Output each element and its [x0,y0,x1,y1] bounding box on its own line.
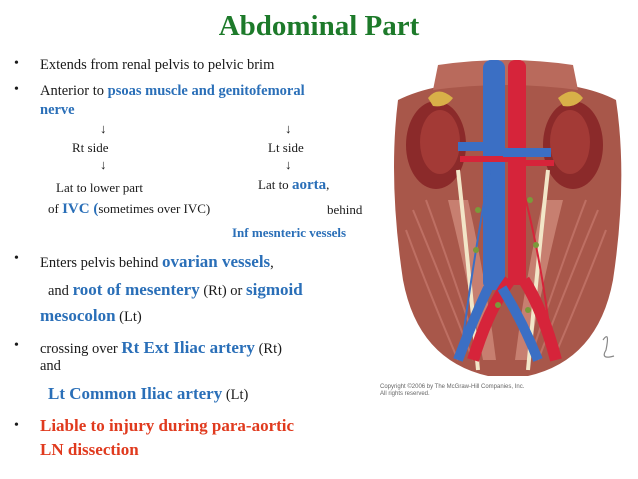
text-sometimes-over-ivc: sometimes over IVC) [98,201,211,216]
text-inf-mesenteric: Inf mesnteric vessels [232,225,347,240]
lymph-nodes [473,197,539,313]
text-comma: , [326,177,330,192]
text-and: and [48,283,73,299]
renal-artery-right [460,156,510,162]
common-iliac-vein-right [453,285,493,362]
anatomy-illustration [394,60,622,377]
bullet-extends: Extends from renal pelvis to pelvic brim [40,57,275,73]
text-sigmoid: sigmoid [246,280,303,299]
text-rt: (Rt) [254,341,282,357]
bullet-marker: • [14,56,19,71]
bullet-crossing-over: crossing over Rt Ext Iliac artery (Rt) [40,338,282,358]
inferior-vena-cava [483,60,505,290]
text-ln-dissection: LN dissection [40,440,139,459]
text-liable-injury: Liable to injury during para-aortic [40,416,295,435]
text-lat-to: Lat to [258,177,292,192]
text-ivc: IVC ( [62,201,99,217]
bullet-marker: • [14,418,19,433]
common-iliac-vein-left [497,285,543,362]
bullet-anterior: Anterior to psoas muscle and genitofemor… [40,83,305,100]
text-lat-aorta: Lat to aorta, [258,177,329,194]
common-iliac-left [518,276,562,362]
text-rt-or: (Rt) or [199,283,247,299]
label-lt-side: Lt side [268,140,304,155]
renal-vein-right [458,142,488,151]
bullet-enters-pelvis: Enters pelvis behind ovarian vessels, [40,252,274,272]
text-aorta: aorta [291,177,327,193]
arrow-down-lt-2: ↓ [285,157,292,172]
text-of: of [48,201,63,216]
bullet-marker: • [14,338,19,353]
text-crossing-over: crossing over [40,341,122,357]
renal-artery-left [524,160,554,166]
text-anterior-to: Anterior to [40,83,108,99]
text-and-line: and [40,358,61,374]
text-nerve: nerve [40,102,75,118]
page-title: Abdominal Part [218,10,420,42]
text-of-ivc: of IVC (sometimes over IVC) [48,201,210,218]
arrow-down-lt-1: ↓ [285,121,292,136]
copyright-line-1: Copyright ©2006 by The McGraw-Hill Compa… [380,384,525,390]
figure-copyright: Copyright ©2006 by The McGraw-Hill Compa… [380,384,524,398]
text-lat-lower-part: Lat to lower part [56,180,143,195]
text-behind: behind [327,202,363,217]
text-comma: , [270,255,274,271]
text-ovarian-vessels: ovarian vessels [162,252,271,271]
arrow-down-rt-2: ↓ [100,157,107,172]
aorta [508,60,526,285]
renal-vein-left [503,148,551,157]
text-lt-common-iliac-line: Lt Common Iliac artery (Lt) [48,384,248,404]
text-psoas: psoas muscle and genitofemoral [107,83,305,99]
text-lt: (Lt) [115,309,142,325]
artist-signature [602,336,615,358]
text-root-of-mesentery: root of mesentery [72,280,200,299]
copyright-line-2: All rights reserved. [380,391,430,397]
text-lt-common-iliac: Lt Common Iliac artery [48,384,223,403]
psoas-right [515,200,563,360]
text-lt: (Lt) [222,387,249,403]
bullet-marker: • [14,251,19,266]
adrenal-left [558,91,583,107]
diaphragm [433,60,578,90]
text-mesocolon: mesocolon [40,306,116,325]
label-rt-side: Rt side [72,140,109,155]
text-mesocolon-line: mesocolon (Lt) [40,306,142,326]
text-enters-pelvis: Enters pelvis behind [40,255,163,271]
arrow-down-rt-1: ↓ [100,121,107,136]
adrenal-right [428,91,453,107]
text-root-mesentery-line: and root of mesentery (Rt) or sigmoid [48,280,303,300]
text-rt-ext-iliac: Rt Ext Iliac artery [121,338,255,357]
bullet-marker: • [14,82,19,97]
